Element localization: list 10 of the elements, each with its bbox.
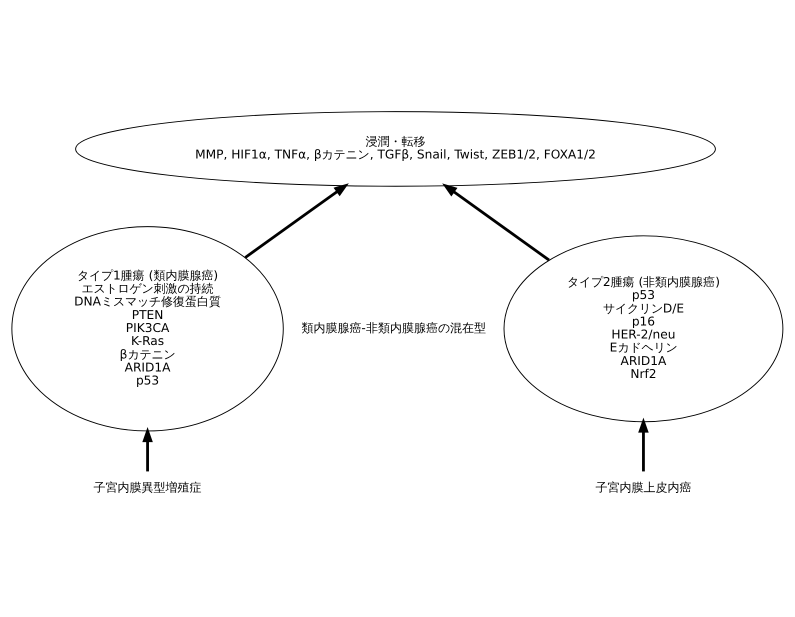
arrow <box>442 183 550 262</box>
node-text: 類内膜腺癌-非類内膜腺癌の混在型 <box>301 320 486 335</box>
arrow <box>142 427 153 472</box>
node-ellipse: タイプ2腫瘍 (非類内膜腺癌) p53 サイクリンD/E p16 HER-2/neu Eカドヘリン ARID1A Nrf2 <box>504 235 784 422</box>
node-text: 子宮内膜上皮内癌 <box>595 480 692 495</box>
arrow <box>638 418 649 472</box>
node-ellipse: タイプ1腫瘍 (類内膜腺癌) エストロゲン刺激の持続 DNAミスマッチ修復蛋白質 PTEN PIK3CA K-Ras βカテニン ARID1A p53 <box>11 226 284 432</box>
arrow <box>244 183 349 259</box>
node-ellipse: 浸潤・転移 MMP, HIF1α, TNFα, βカテニン, TGFβ, Snail, Twist, ZEB1/2, FOXA1/2 <box>75 111 716 187</box>
node-text: 子宮内膜異型増殖症 <box>94 480 202 495</box>
